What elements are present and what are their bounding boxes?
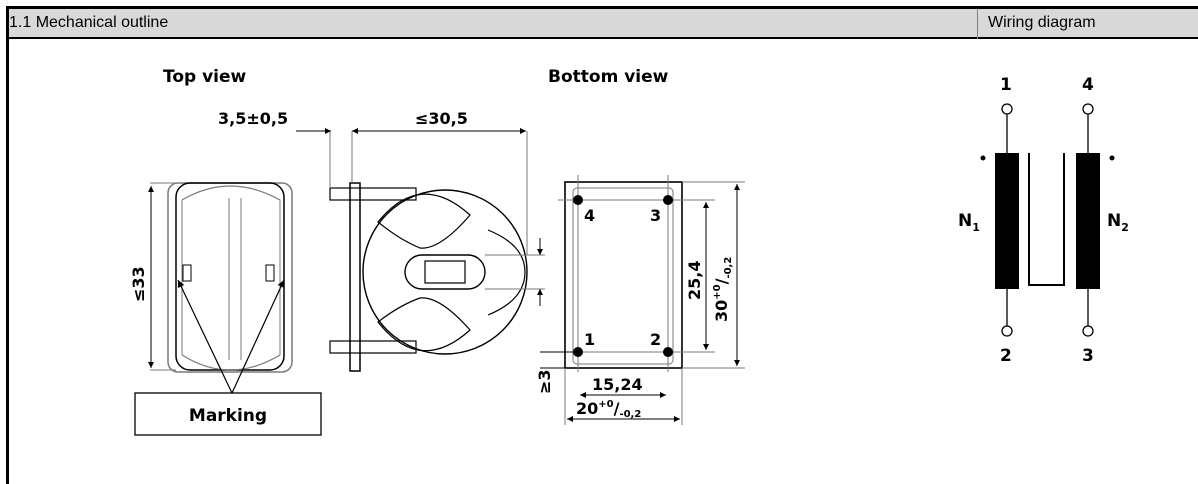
wiring-pin-4: 4	[1082, 75, 1094, 95]
pin-dot-4	[573, 195, 583, 205]
section-title: 1.1 Mechanical outline	[9, 14, 169, 31]
section-header: 1.1 Mechanical outline Wiring diagram	[9, 9, 1198, 39]
top-view: Top view ≤33 Marking	[129, 67, 545, 436]
dim-width-label: ≤30,5	[415, 109, 468, 128]
winding-n1-icon	[995, 153, 1019, 289]
dim-width-base-label: 20+0/-0,2	[576, 399, 641, 420]
pin-label-4: 4	[584, 206, 595, 225]
dim-offset-label: 3,5±0,5	[218, 109, 288, 128]
wiring-pin-1: 1	[1000, 75, 1012, 95]
wiring-pin-2: 2	[1000, 346, 1012, 366]
pin-label-3: 3	[650, 206, 661, 225]
polarity-dot-n2	[1109, 155, 1115, 161]
dim-height-base-label: 30+0/-0,2	[712, 257, 734, 322]
marking-box	[134, 392, 322, 436]
datasheet-frame	[6, 6, 1198, 484]
dim-min-pin-label: ≥3	[535, 369, 554, 394]
polarity-dot-n1	[980, 155, 986, 161]
terminal-3-icon	[1082, 325, 1094, 337]
dim-pitch-v-label: 25,4	[685, 261, 704, 300]
pin-label-2: 2	[650, 330, 661, 349]
core-icon	[1028, 153, 1065, 286]
base-plate	[564, 181, 683, 369]
winding-1-label: N1	[958, 211, 980, 234]
dim-height-label: ≤33	[129, 266, 148, 302]
terminal-1-icon	[1001, 103, 1013, 115]
bottom-view-title: Bottom view	[548, 67, 669, 87]
marking-label: Marking	[189, 406, 267, 426]
top-view-title: Top view	[163, 67, 247, 87]
terminal-2-icon	[1001, 325, 1013, 337]
winding-n2-icon	[1076, 153, 1100, 289]
winding-2-label: N2	[1107, 211, 1129, 234]
pin-label-1: 1	[584, 330, 595, 349]
pin-dot-3	[663, 195, 673, 205]
header-divider	[977, 9, 978, 39]
wiring-diagram-title: Wiring diagram	[988, 14, 1096, 31]
dim-pitch-h-label: 15,24	[592, 375, 643, 394]
bottom-view: Bottom view 4 3 1 2 25,4 30+0/-0,2 ≥3 15…	[535, 67, 745, 425]
wiring-pin-3: 3	[1082, 346, 1094, 366]
wiring-diagram: 1 4 N1 N2 2 3	[958, 75, 1129, 366]
pin-dot-2	[663, 347, 673, 357]
top-view-side-profile	[150, 182, 293, 373]
toroid-view	[329, 131, 545, 372]
terminal-4-icon	[1082, 103, 1094, 115]
